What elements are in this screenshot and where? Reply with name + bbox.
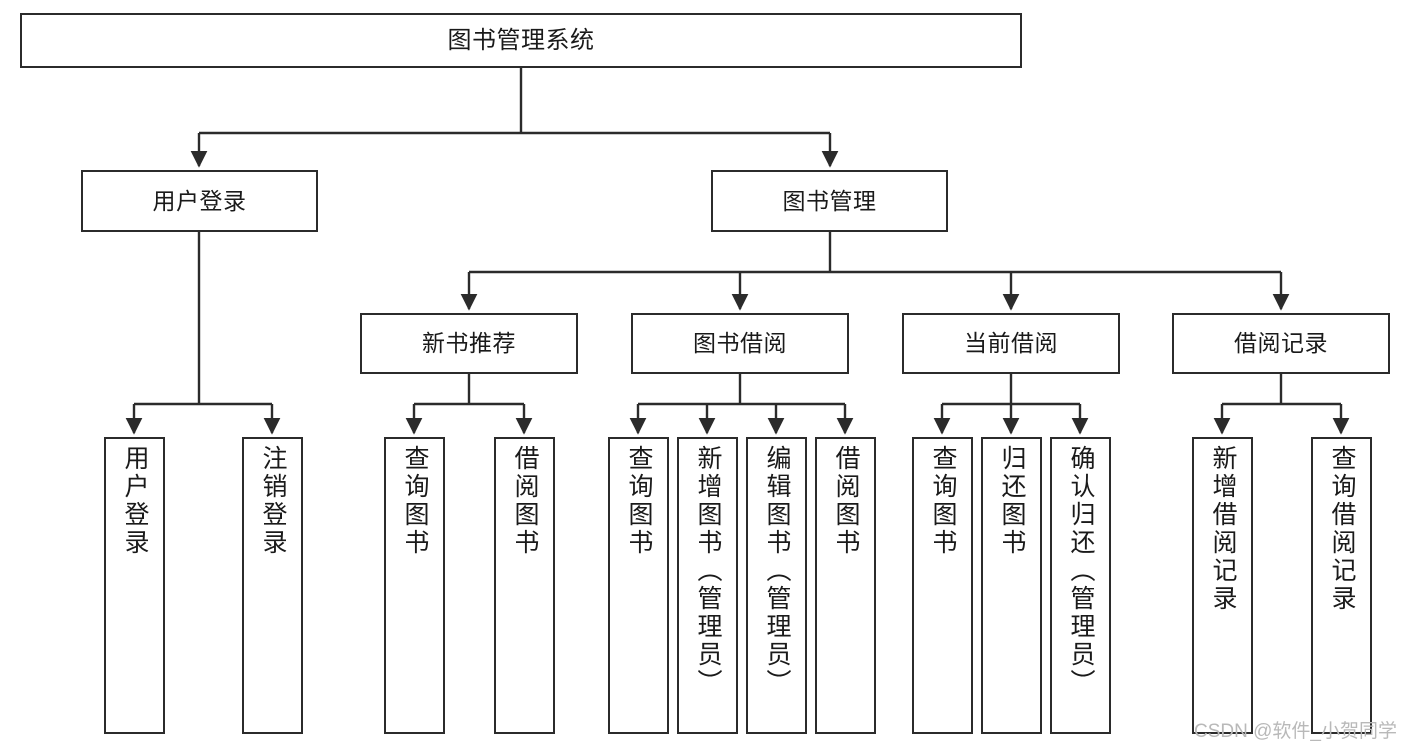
node-leaf-add-book-label: 新增图书（管理员） xyxy=(694,445,722,697)
node-leaf-logout-login-label: 注销登录 xyxy=(259,445,287,557)
node-leaf-query-book-3-label: 查询图书 xyxy=(929,445,957,557)
node-leaf-return-book[interactable]: 归还图书 xyxy=(981,437,1042,734)
node-leaf-borrow-book-2[interactable]: 借阅图书 xyxy=(815,437,876,734)
node-current-borrow-label: 当前借阅 xyxy=(964,330,1058,357)
node-leaf-query-book-3[interactable]: 查询图书 xyxy=(912,437,973,734)
node-current-borrow[interactable]: 当前借阅 xyxy=(902,313,1120,374)
node-leaf-borrow-book-1-label: 借阅图书 xyxy=(511,445,539,557)
node-new-book-recommend[interactable]: 新书推荐 xyxy=(360,313,578,374)
node-leaf-add-record[interactable]: 新增借阅记录 xyxy=(1192,437,1253,734)
node-user-login[interactable]: 用户登录 xyxy=(81,170,318,232)
node-root-system[interactable]: 图书管理系统 xyxy=(20,13,1022,68)
node-leaf-edit-book[interactable]: 编辑图书（管理员） xyxy=(746,437,807,734)
node-borrow-record[interactable]: 借阅记录 xyxy=(1172,313,1390,374)
node-book-manage-label: 图书管理 xyxy=(782,187,877,214)
node-leaf-user-login[interactable]: 用户登录 xyxy=(104,437,165,734)
node-leaf-confirm-return[interactable]: 确认归还（管理员） xyxy=(1050,437,1111,734)
node-root-system-label: 图书管理系统 xyxy=(447,26,595,54)
node-leaf-borrow-book-2-label: 借阅图书 xyxy=(832,445,860,557)
node-book-borrow-label: 图书借阅 xyxy=(693,330,787,357)
node-leaf-confirm-return-label: 确认归还（管理员） xyxy=(1067,445,1095,697)
node-leaf-user-login-label: 用户登录 xyxy=(121,445,149,557)
node-user-login-label: 用户登录 xyxy=(152,187,247,214)
node-leaf-add-record-label: 新增借阅记录 xyxy=(1209,445,1237,613)
node-book-manage[interactable]: 图书管理 xyxy=(711,170,948,232)
node-leaf-return-book-label: 归还图书 xyxy=(998,445,1026,557)
node-leaf-query-record-label: 查询借阅记录 xyxy=(1328,445,1356,613)
node-leaf-query-book-2[interactable]: 查询图书 xyxy=(608,437,669,734)
csdn-watermark: CSDN @软件_小贺同学 xyxy=(1194,721,1397,742)
node-leaf-query-book-1-label: 查询图书 xyxy=(401,445,429,557)
node-leaf-borrow-book-1[interactable]: 借阅图书 xyxy=(494,437,555,734)
node-leaf-query-record[interactable]: 查询借阅记录 xyxy=(1311,437,1372,734)
node-borrow-record-label: 借阅记录 xyxy=(1234,330,1328,357)
node-new-book-recommend-label: 新书推荐 xyxy=(422,330,516,357)
node-leaf-edit-book-label: 编辑图书（管理员） xyxy=(763,445,791,697)
node-book-borrow[interactable]: 图书借阅 xyxy=(631,313,849,374)
node-leaf-query-book-2-label: 查询图书 xyxy=(625,445,653,557)
node-leaf-add-book[interactable]: 新增图书（管理员） xyxy=(677,437,738,734)
node-leaf-logout-login[interactable]: 注销登录 xyxy=(242,437,303,734)
node-leaf-query-book-1[interactable]: 查询图书 xyxy=(384,437,445,734)
